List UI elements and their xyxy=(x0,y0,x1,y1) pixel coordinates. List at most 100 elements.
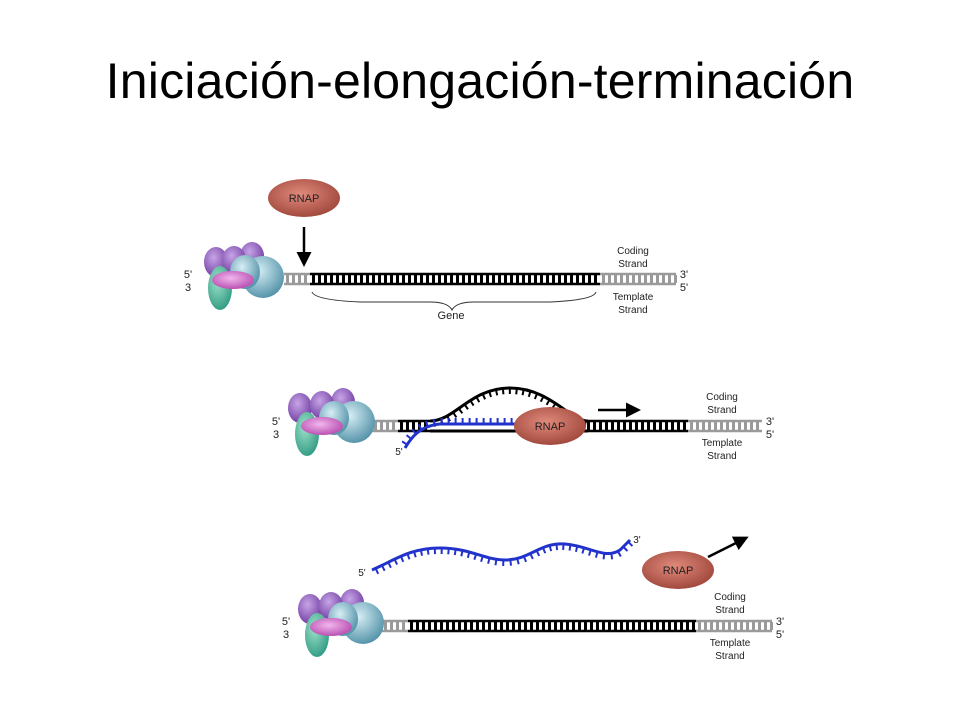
base-pair-rung xyxy=(482,622,485,630)
base-pair-rung xyxy=(456,275,459,283)
base-pair-rung xyxy=(486,275,489,283)
base-pair-rung xyxy=(534,275,537,283)
rnap-label: RNAP xyxy=(289,193,320,205)
base-tick xyxy=(501,388,505,395)
base-pair-rung xyxy=(626,275,629,283)
base-pair-rung xyxy=(516,275,519,283)
coding-strand-label-2: Strand xyxy=(618,259,647,270)
base-pair-rung xyxy=(641,422,644,430)
base-pair-rung xyxy=(504,275,507,283)
base-tick xyxy=(622,546,629,552)
base-pair-rung xyxy=(564,275,567,283)
base-pair-rung xyxy=(752,622,755,630)
template-strand-label-2: Strand xyxy=(707,451,736,462)
dna-helix xyxy=(284,272,677,286)
dna-flank-segment xyxy=(284,272,310,286)
base-pair-rung xyxy=(410,622,413,630)
base-tick xyxy=(387,561,392,569)
rna-5-label: 5' xyxy=(395,447,403,458)
base-pair-rung xyxy=(488,622,491,630)
dna-helix xyxy=(382,619,773,633)
base-pair-rung xyxy=(653,422,656,430)
base-pair-rung xyxy=(402,275,405,283)
base-pair-rung xyxy=(348,275,351,283)
base-pair-rung xyxy=(492,275,495,283)
base-pair-rung xyxy=(474,275,477,283)
base-tick xyxy=(488,390,492,398)
base-pair-rung xyxy=(671,422,674,430)
base-pair-rung xyxy=(635,422,638,430)
base-pair-rung xyxy=(650,622,653,630)
base-pair-rung xyxy=(602,622,605,630)
base-pair-rung xyxy=(336,275,339,283)
base-pair-rung xyxy=(518,622,521,630)
dna-gene-segment xyxy=(398,419,430,433)
base-pair-rung xyxy=(354,275,357,283)
rna-bases xyxy=(374,541,634,575)
base-pair-rung xyxy=(372,275,375,283)
base-pair-rung xyxy=(422,622,425,630)
left-3-label: 3 xyxy=(185,282,191,294)
base-pair-rung xyxy=(686,622,689,630)
right-3-label: 3' xyxy=(766,416,774,428)
base-pair-rung xyxy=(692,622,695,630)
base-pair-rung xyxy=(318,275,321,283)
base-pair-rung xyxy=(758,622,761,630)
coding-strand-label-1: Coding xyxy=(706,392,738,403)
base-tick xyxy=(527,390,532,398)
base-tick xyxy=(522,555,528,563)
base-pair-rung xyxy=(611,422,614,430)
base-tick xyxy=(463,403,469,410)
base-pair-rung xyxy=(342,275,345,283)
base-pair-rung xyxy=(576,275,579,283)
base-pair-rung xyxy=(665,422,668,430)
right-5-label: 5' xyxy=(766,429,774,441)
dna-flank-segment xyxy=(600,272,677,286)
base-tick xyxy=(539,395,545,403)
base-pair-rung xyxy=(608,275,611,283)
base-pair-rung xyxy=(734,622,737,630)
base-tick xyxy=(602,553,606,560)
base-pair-rung xyxy=(677,422,680,430)
base-pair-rung xyxy=(374,422,377,430)
base-pair-rung xyxy=(324,275,327,283)
base-pair-rung xyxy=(470,622,473,630)
base-pair-rung xyxy=(638,622,641,630)
base-pair-rung xyxy=(750,422,753,430)
left-3-label: 3 xyxy=(273,429,279,441)
template-strand-label-1: Template xyxy=(613,292,654,303)
base-pair-rung xyxy=(668,622,671,630)
base-pair-rung xyxy=(304,275,307,283)
base-pair-rung xyxy=(638,275,641,283)
base-tick xyxy=(426,548,430,555)
base-tick xyxy=(381,564,386,572)
base-pair-rung xyxy=(426,275,429,283)
dna-flank-segment xyxy=(688,419,762,433)
base-tick xyxy=(424,420,429,428)
base-pair-rung xyxy=(588,275,591,283)
base-tick xyxy=(494,559,498,566)
base-pair-rung xyxy=(662,622,665,630)
base-pair-rung xyxy=(714,422,717,430)
base-pair-rung xyxy=(386,422,389,430)
base-pair-rung xyxy=(360,275,363,283)
base-tick xyxy=(417,424,423,431)
base-pair-rung xyxy=(546,275,549,283)
base-pair-rung xyxy=(428,622,431,630)
base-pair-rung xyxy=(414,275,417,283)
template-strand-label-2: Strand xyxy=(618,305,647,316)
base-pair-rung xyxy=(548,622,551,630)
base-tick xyxy=(487,557,491,564)
base-tick xyxy=(401,440,408,446)
base-pair-rung xyxy=(710,622,713,630)
dna-gene-segment xyxy=(310,272,600,286)
gene-label: Gene xyxy=(438,310,465,322)
base-pair-rung xyxy=(582,275,585,283)
dna-flank-segment xyxy=(696,619,773,633)
base-pair-rung xyxy=(396,275,399,283)
base-pair-rung xyxy=(570,275,573,283)
base-pair-rung xyxy=(722,622,725,630)
left-5-label: 5' xyxy=(272,416,280,428)
base-tick xyxy=(406,553,411,560)
